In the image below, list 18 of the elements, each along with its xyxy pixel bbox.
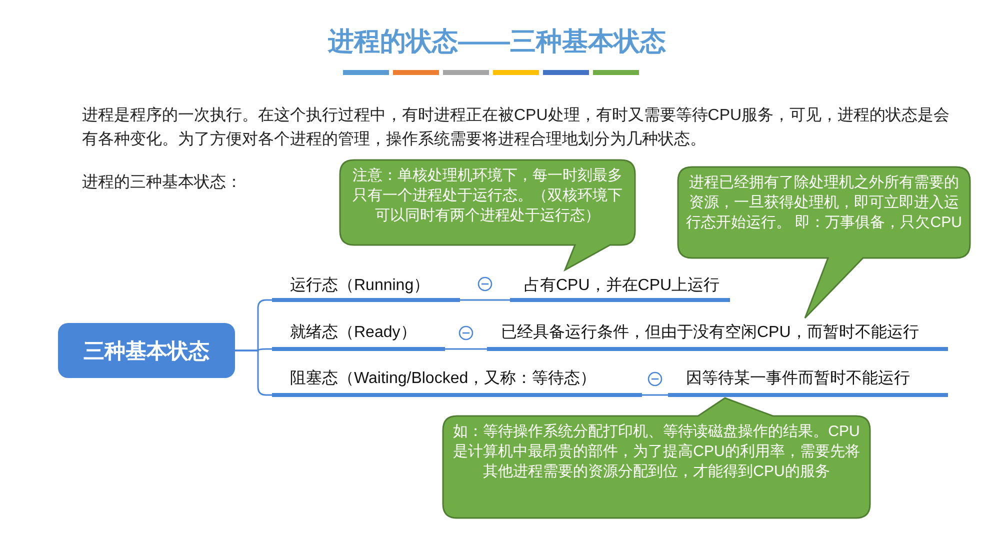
callout-text: 进程已经拥有了除处理机之外所有需要的资源，一旦获得处理机，即可立即进入运行态开始运行。 即：万事俱备，只欠CPU (686, 173, 962, 233)
connector-line (642, 394, 668, 396)
topic-label: 已经具备运行条件，但由于没有空闲CPU，而暂时不能运行 (487, 321, 948, 351)
connector-line (445, 348, 487, 350)
connector-line (460, 299, 510, 301)
callout-text: 注意：单核处理机环境下，每一时刻最多只有一个进程处于运行态。（双核环境下可以同时有两个进程处于运行态） (352, 166, 624, 226)
section-heading: 进程的三种基本状态： (82, 172, 242, 193)
topic-label: 因等待某一事件而暂时不能运行 (668, 367, 948, 397)
callout-text: 如：等待操作系统分配打印机、等待读磁盘操作的结果。CPU是计算机中最昂贵的部件，为了提高CPU的利用率，需要先将其他进程需要的资源分配到位，才能得到CPU的服务 (452, 422, 861, 482)
title: 进程的状态——三种基本状态 (326, 25, 667, 58)
root-topic: 三种基本状态 (58, 323, 235, 378)
callout-bubble (443, 398, 870, 518)
topic-label: 就绪态（Ready） (272, 321, 445, 351)
topic-label: 阻塞态（Waiting/Blocked，又称：等待态） (272, 367, 642, 397)
intro-paragraph: 进程是程序的一次执行。在这个执行过程中，有时进程正在被CPU处理，有时又需要等待CPU服务，可见，进程的状态是会有各种变化。为了方便对各个进程的管理，操作系统需要将进程合理地划分为几种状态。 (82, 106, 951, 150)
topic-label: 占有CPU，并在CPU上运行 (510, 274, 730, 302)
topic-label: 运行态（Running） (272, 274, 460, 302)
callout-bubble (340, 160, 635, 270)
